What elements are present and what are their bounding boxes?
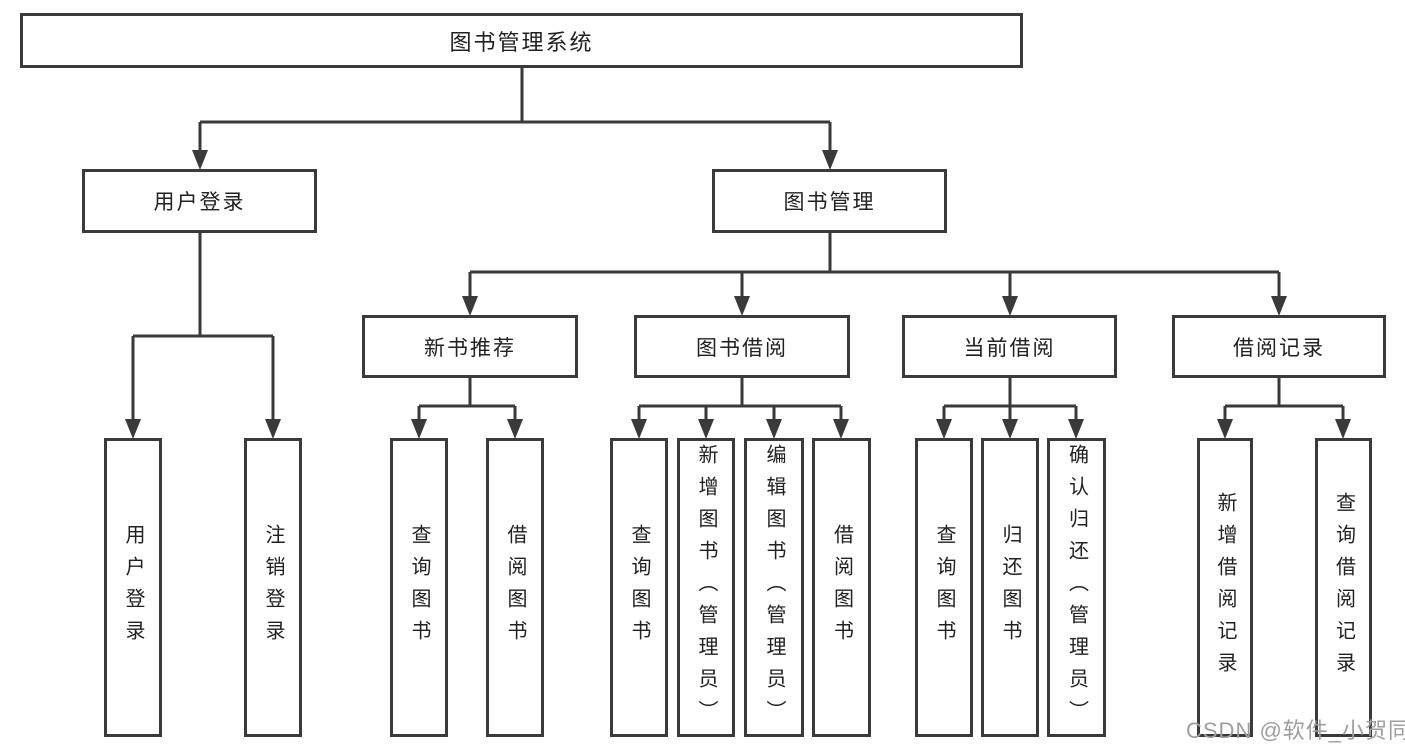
node-library-management-system: 图书管理系统 — [20, 13, 1023, 68]
node-label: 查询借阅记录 — [1332, 491, 1355, 684]
arrow-icon — [1002, 296, 1018, 316]
arrow-icon — [1002, 419, 1018, 439]
node-label: 当前借阅 — [963, 336, 1056, 360]
node-label: 用户登录 — [153, 191, 246, 214]
csdn-watermark: CSDN @软件_小贺同学 — [1186, 718, 1405, 743]
leaf-edit-book-admin: 编辑图书（管理员） — [744, 438, 804, 737]
node-label: 编辑图书（管理员） — [763, 443, 785, 732]
arrowheads — [125, 150, 1351, 439]
leaf-borrow-book-recommend: 借阅图书 — [486, 438, 544, 737]
leaf-borrow-book: 借阅图书 — [812, 438, 871, 737]
leaf-add-borrow-record: 新增借阅记录 — [1197, 438, 1253, 737]
node-label: 查询图书 — [933, 523, 955, 652]
arrow-icon — [1068, 419, 1084, 439]
arrow-icon — [265, 419, 281, 439]
leaf-query-book-current: 查询图书 — [915, 438, 973, 737]
arrow-icon — [411, 419, 427, 439]
leaf-add-book-admin: 新增图书（管理员） — [677, 438, 735, 737]
connector-current-borrow — [942, 378, 1078, 421]
leaf-return-book: 归还图书 — [981, 438, 1039, 737]
node-label: 查询图书 — [408, 523, 430, 652]
arrow-icon — [125, 419, 141, 439]
node-label: 确认归还（管理员） — [1065, 443, 1088, 732]
node-label: 用户登录 — [122, 523, 144, 652]
connector-borrow-records — [1223, 378, 1345, 421]
node-label: 借阅图书 — [830, 523, 853, 652]
leaf-query-book-recommend: 查询图书 — [390, 438, 448, 737]
leaf-user-login: 用户登录 — [104, 438, 162, 737]
node-label: 新增借阅记录 — [1214, 491, 1236, 684]
arrow-icon — [631, 419, 647, 439]
arrow-icon — [1217, 419, 1233, 439]
arrow-icon — [507, 419, 523, 439]
node-label: 图书借阅 — [696, 336, 788, 360]
node-book-management: 图书管理 — [712, 169, 947, 233]
arrow-icon — [698, 419, 714, 439]
arrow-icon — [833, 419, 849, 439]
leaf-confirm-return-admin: 确认归还（管理员） — [1047, 438, 1106, 737]
node-label: 图书管理系统 — [449, 29, 594, 55]
node-label: 图书管理 — [783, 191, 876, 214]
node-label: 新增图书（管理员） — [695, 443, 717, 732]
arrow-icon — [766, 419, 782, 439]
leaf-query-borrow-record: 查询借阅记录 — [1315, 438, 1372, 737]
node-label: 归还图书 — [999, 523, 1021, 652]
arrow-icon — [462, 296, 478, 316]
connector-user-login — [131, 233, 275, 421]
node-borrow-records: 借阅记录 — [1172, 315, 1386, 378]
node-current-borrow: 当前借阅 — [902, 315, 1117, 378]
node-new-book-recommend: 新书推荐 — [362, 315, 578, 378]
leaf-logout: 注销登录 — [244, 438, 302, 737]
connector-new-book-recommend — [417, 378, 517, 421]
arrow-icon — [1271, 296, 1287, 316]
arrow-icon — [192, 150, 208, 170]
connector-book-borrow — [637, 378, 843, 421]
node-label: 注销登录 — [262, 523, 284, 652]
node-book-borrow: 图书借阅 — [634, 315, 850, 378]
leaf-query-book-borrow: 查询图书 — [610, 438, 668, 737]
arrow-icon — [822, 150, 838, 170]
node-label: 借阅图书 — [504, 523, 526, 652]
node-label: 查询图书 — [628, 523, 650, 652]
node-user-login: 用户登录 — [82, 169, 317, 233]
connector-book-management — [468, 233, 1281, 298]
node-label: 新书推荐 — [424, 336, 516, 360]
connector-root — [198, 68, 832, 152]
node-label: 借阅记录 — [1233, 336, 1325, 360]
arrow-icon — [936, 419, 952, 439]
arrow-icon — [734, 296, 750, 316]
arrow-icon — [1335, 419, 1351, 439]
